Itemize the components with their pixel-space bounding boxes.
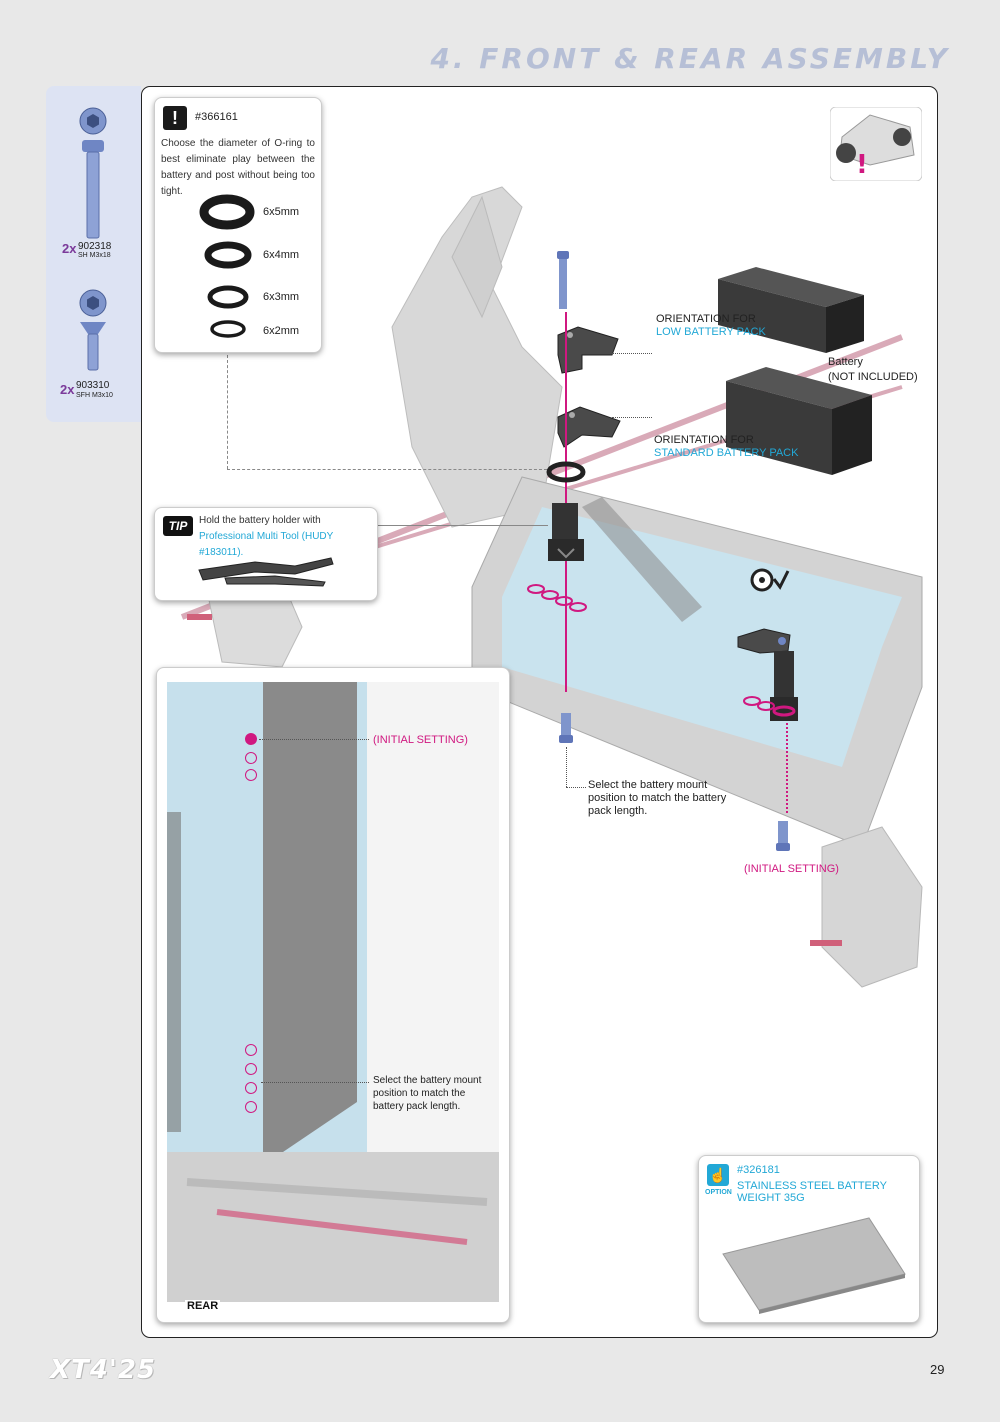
battery-label-line1: Battery <box>828 356 863 368</box>
part-qty: 2x <box>62 241 77 256</box>
oring-callout: ! #366161 Choose the diameter of O-ring … <box>154 97 322 353</box>
leader-line <box>566 787 586 788</box>
flat-head-screw-icon <box>80 322 106 371</box>
orientation-low-line2: LOW BATTERY PACK <box>656 326 766 338</box>
thumbs-up-icon: ☝ <box>707 1164 729 1186</box>
mount-hole-markers <box>743 696 796 717</box>
multi-tool-icon <box>198 557 334 587</box>
screw-icon <box>776 821 790 851</box>
battery-weight-icon <box>722 1217 906 1314</box>
mount-hole <box>245 1101 257 1113</box>
screw-head-icon <box>79 289 107 317</box>
car-warning-icon: ! <box>830 107 922 181</box>
warning-icon: ! <box>163 106 187 130</box>
o-ring-6x2-icon <box>210 320 246 338</box>
svg-text:!: ! <box>856 150 868 180</box>
mount-hole <box>245 1063 257 1075</box>
battery-holder-standard-icon <box>557 406 621 448</box>
orientation-low-label: ORIENTATION FOR LOW BATTERY PACK <box>656 313 766 339</box>
footer-logo: XT4'25 <box>50 1355 157 1385</box>
battery-low-icon <box>718 267 864 353</box>
detail-panel: (INITIAL SETTING) Select the battery mou… <box>156 667 510 1323</box>
tip-badge: TIP <box>163 516 193 536</box>
rear-label: REAR <box>185 1300 221 1312</box>
oring-instruction: Choose the diameter of O-ring to best el… <box>161 138 315 197</box>
detail-initial-setting-label: (INITIAL SETTING) <box>373 734 468 746</box>
screw-head-icon <box>79 107 107 135</box>
option-part-code: #326181 <box>737 1164 780 1176</box>
screw-icon <box>559 713 573 743</box>
gear-check-icon <box>750 568 790 592</box>
parts-panel: 2x 902318 SH M3x18 2x 903310 SFH M3x10 <box>46 86 141 422</box>
o-ring-6x4-icon <box>204 241 252 269</box>
tip-tool-link-2[interactable]: Multi Tool (HUDY #183011). <box>199 531 334 558</box>
tip-text-prefix: Hold the battery holder with <box>199 515 321 526</box>
mount-hole-initial <box>245 733 257 745</box>
socket-head-screw-icon <box>82 140 104 239</box>
tip-text: Hold the battery holder with Professiona… <box>199 513 375 561</box>
orientation-std-label: ORIENTATION FOR STANDARD BATTERY PACK <box>654 434 798 460</box>
leader-line <box>566 747 567 787</box>
battery-post-icon <box>548 503 584 561</box>
part-qty: 2x <box>60 382 75 397</box>
o-ring-6x3-icon <box>207 285 249 309</box>
part-code: 903310 <box>76 380 110 391</box>
tip-callout: TIP Hold the battery holder with Profess… <box>154 507 378 601</box>
mount-hole <box>245 752 257 764</box>
assembly-diagram-frame: ! ORIENTATION FOR LOW BATTERY PACK ORIEN… <box>141 86 938 1338</box>
leader-line <box>612 353 652 354</box>
mount-hole-markers <box>527 584 587 612</box>
mount-hole <box>245 1082 257 1094</box>
tip-tool-link[interactable]: Professional <box>199 531 255 542</box>
part-name: SFH M3x10 <box>76 392 113 399</box>
section-title: 4. FRONT & REAR ASSEMBLY <box>430 42 950 75</box>
screw-icon <box>557 251 569 309</box>
oring-size: 6x3mm <box>263 291 300 303</box>
assembly-line <box>565 312 567 692</box>
select-mount-note: Select the battery mount position to mat… <box>588 779 727 817</box>
battery-standard-icon <box>726 367 872 475</box>
oring-size: 6x4mm <box>263 249 300 261</box>
leader-line <box>259 739 369 740</box>
part-code: 902318 <box>78 241 112 252</box>
oring-size: 6x2mm <box>263 325 300 337</box>
battery-label-line2: (NOT INCLUDED) <box>828 371 918 383</box>
leader-line <box>227 355 228 469</box>
detail-select-mount-note: Select the battery mount position to mat… <box>373 1075 482 1112</box>
assembly-line-dotted <box>786 723 788 813</box>
mount-hole <box>245 769 257 781</box>
page-number: 29 <box>930 1362 945 1377</box>
option-badge: OPTION <box>705 1189 732 1196</box>
o-ring-6x5-icon <box>199 194 255 230</box>
mount-hole <box>245 1044 257 1056</box>
leader-line <box>227 469 547 470</box>
oring-part-code: #366161 <box>195 111 238 123</box>
initial-setting-label: (INITIAL SETTING) <box>744 863 839 875</box>
orientation-std-line2: STANDARD BATTERY PACK <box>654 447 799 459</box>
o-ring-icon <box>546 461 586 483</box>
leader-line <box>261 1082 369 1083</box>
detail-chassis-illustration <box>167 682 499 1302</box>
battery-holder-low-icon <box>557 326 619 374</box>
orientation-low-line1: ORIENTATION FOR <box>656 313 756 325</box>
battery-label: Battery (NOT INCLUDED) <box>828 355 918 385</box>
oring-size: 6x5mm <box>263 206 300 218</box>
part-name: SH M3x18 <box>78 252 111 259</box>
leader-line <box>612 417 652 418</box>
option-callout: ☝ OPTION #326181 STAINLESS STEEL BATTERY… <box>698 1155 920 1323</box>
orientation-std-line1: ORIENTATION FOR <box>654 434 754 446</box>
leader-line <box>376 525 548 526</box>
option-part-name: STAINLESS STEEL BATTERY WEIGHT 35G <box>737 1180 887 1204</box>
